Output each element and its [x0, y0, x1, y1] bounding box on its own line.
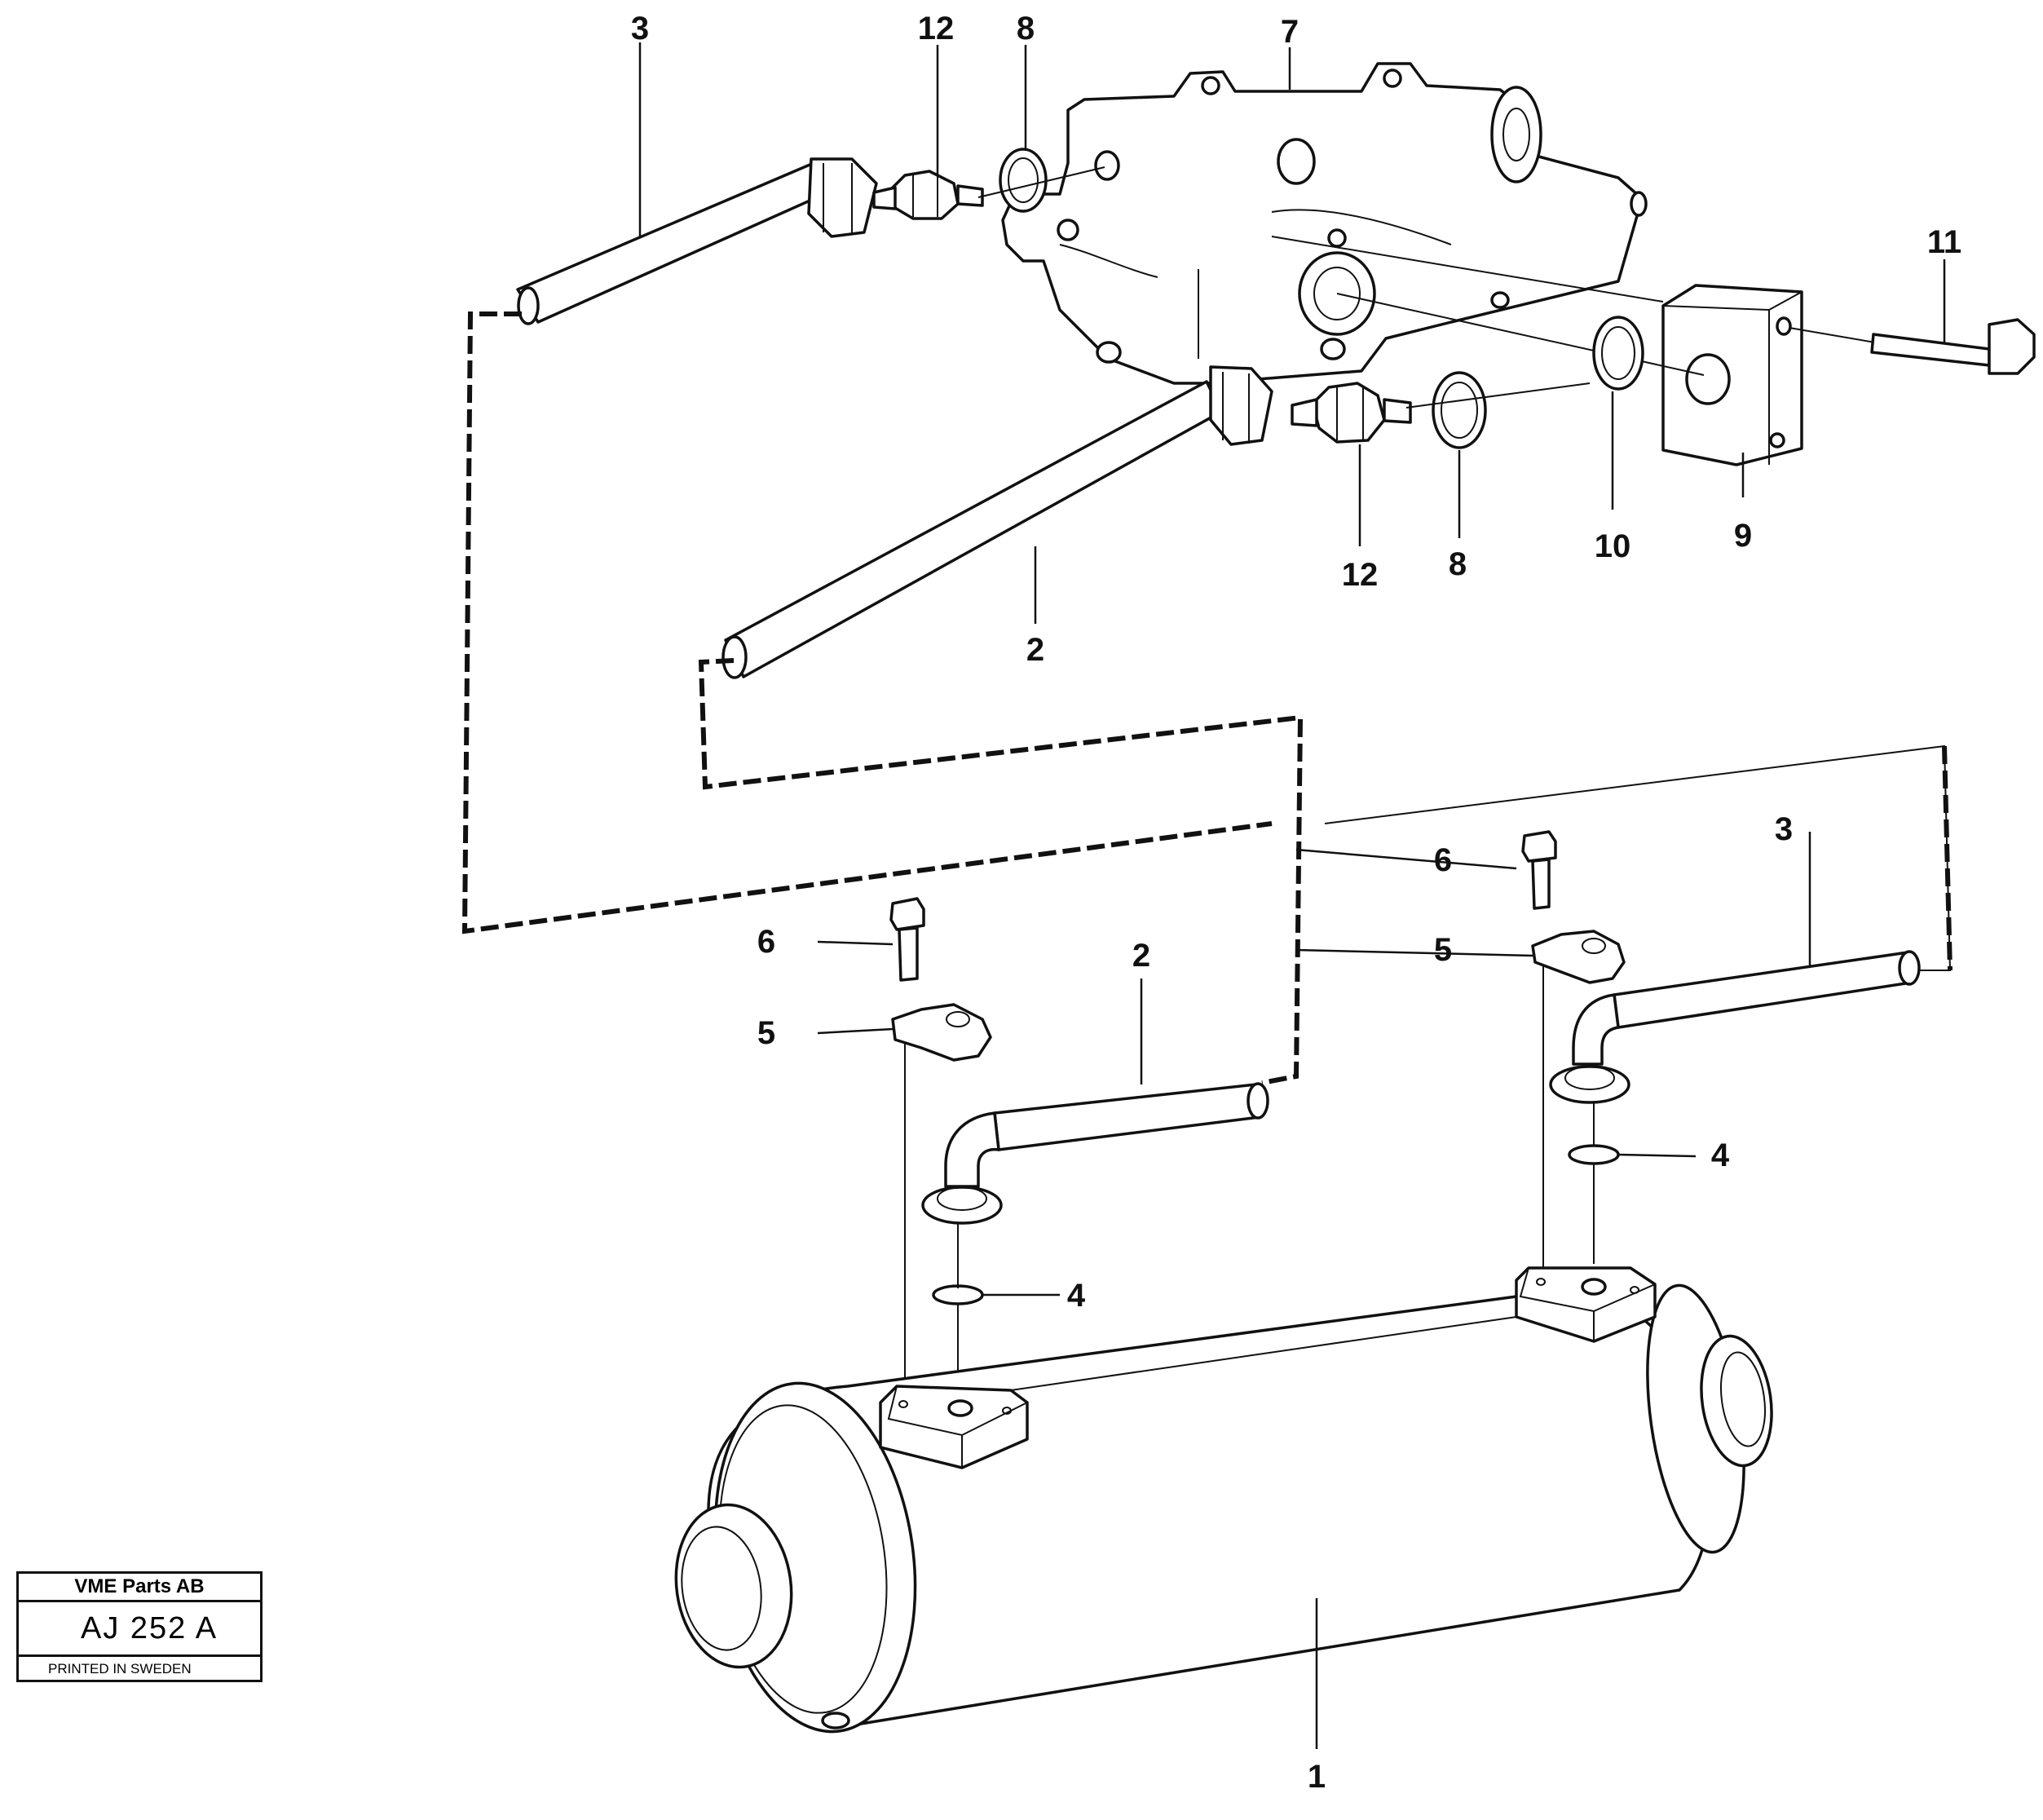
- alignment-line: [1271, 236, 1664, 303]
- callout-4: 4: [1067, 1278, 1086, 1314]
- callout-2: 2: [1132, 938, 1150, 974]
- clamp-5-left: [891, 1003, 992, 1062]
- callout-11: 11: [1927, 224, 1961, 260]
- alignment-line: [1405, 382, 1591, 409]
- hose-route-3: [461, 311, 1273, 934]
- hose-route-3: [1324, 744, 1952, 971]
- printed-note: PRINTED IN SWEDEN: [48, 1661, 192, 1676]
- callout-12: 12: [918, 11, 955, 46]
- o-ring-4-left: [932, 1284, 984, 1305]
- hose-3-upper: [516, 157, 878, 325]
- hose-route-2: [698, 658, 1304, 1085]
- callout-3: 3: [1775, 811, 1793, 847]
- callout-5: 5: [1434, 932, 1452, 968]
- hose-3-lower: [1549, 950, 1921, 1104]
- bolt: [1789, 318, 2036, 375]
- alignment-line: [977, 166, 1105, 198]
- seal-8-lower: [1432, 371, 1487, 449]
- oil-cooler: [674, 1266, 1773, 1734]
- o-ring-10: [1592, 316, 1644, 391]
- callout-6: 6: [757, 924, 775, 960]
- o-ring-4-right: [1568, 1144, 1620, 1165]
- callout-3: 3: [631, 11, 649, 46]
- distribution-block: [1661, 284, 1803, 466]
- callout-5: 5: [757, 1015, 775, 1051]
- callout-10: 10: [1595, 528, 1631, 564]
- adapter-12-lower: [1291, 382, 1412, 444]
- callout-7: 7: [1281, 14, 1299, 50]
- seal-8-upper: [999, 148, 1048, 213]
- adapter-12-upper: [872, 170, 984, 220]
- catalog-reference: AJ 252 A: [19, 1602, 260, 1657]
- callout-labels: 1 2 2 3 3 4 4 5 5 6 6 7 8 8 9 10 11 12 1…: [631, 11, 1961, 1795]
- clamp-5-right: [1531, 930, 1626, 984]
- hose-2-lower: [921, 1082, 1269, 1225]
- callout-9: 9: [1734, 518, 1752, 554]
- callout-12: 12: [1342, 557, 1379, 593]
- callout-8: 8: [1017, 11, 1035, 46]
- callout-6: 6: [1434, 842, 1452, 878]
- company-name: VME Parts AB: [19, 1574, 260, 1602]
- hose-route-3: [1942, 745, 1953, 971]
- valve-housing: [1001, 62, 1648, 385]
- callout-1: 1: [1308, 1759, 1326, 1795]
- screw-6-right: [1521, 830, 1557, 910]
- callout-2: 2: [1026, 632, 1044, 668]
- leader-lines: [638, 42, 1946, 1749]
- catalog-reference-box: VME Parts AB AJ 252 A PRINTED IN SWEDEN: [16, 1571, 263, 1682]
- callout-8: 8: [1449, 546, 1467, 582]
- callout-4: 4: [1711, 1138, 1730, 1173]
- screw-6-left: [889, 897, 925, 982]
- hose-2-upper: [721, 365, 1273, 679]
